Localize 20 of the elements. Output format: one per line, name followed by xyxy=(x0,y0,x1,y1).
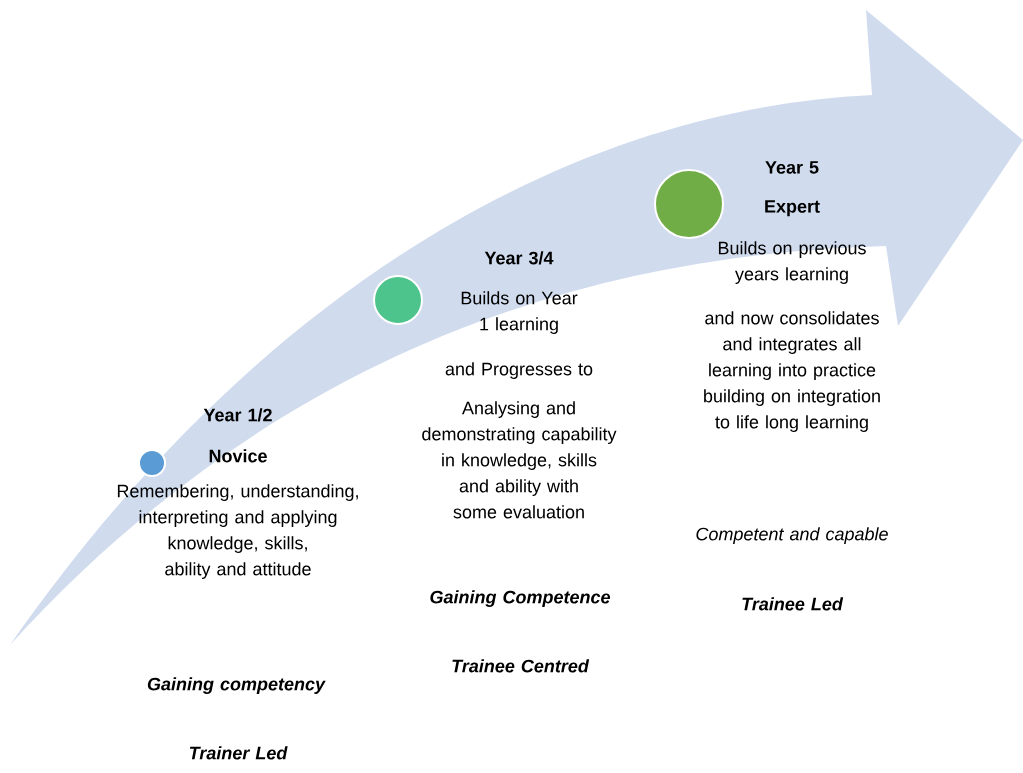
stage-heading: Novice xyxy=(209,449,267,463)
stage-dot xyxy=(373,275,423,325)
stage-dot xyxy=(654,169,724,239)
stage-heading: Year 3/4 xyxy=(484,251,554,265)
description-text: and Progresses to xyxy=(445,362,593,379)
description-text: Analysing and demonstrating capability in knowledge, skills and ability with some evaluation xyxy=(422,401,617,519)
description-text: Builds on Year 1 learning xyxy=(461,291,578,334)
description-text: Remembering, understanding, interpreting and applying knowledge, skills, ability and attitude xyxy=(117,484,358,579)
stage-heading: Expert xyxy=(765,200,820,217)
description-text: and now consolidates and integrates all learning into practice building on integration to life long learning xyxy=(704,311,880,432)
stage-heading: Year 5 xyxy=(765,161,819,174)
outcome-label: Competent and capable xyxy=(696,527,888,544)
outcome-label: Trainer Led xyxy=(189,746,288,760)
stage-heading: Year 1/2 xyxy=(203,408,272,422)
outcome-label: Gaining Competence xyxy=(430,590,611,607)
outcome-label: Trainee Centred xyxy=(452,659,590,673)
outcome-label: Trainee Led xyxy=(742,597,844,611)
description-text: Builds on previous years learning xyxy=(718,241,866,284)
outcome-label: Gaining competency xyxy=(147,677,326,694)
stage-dot xyxy=(138,449,166,477)
